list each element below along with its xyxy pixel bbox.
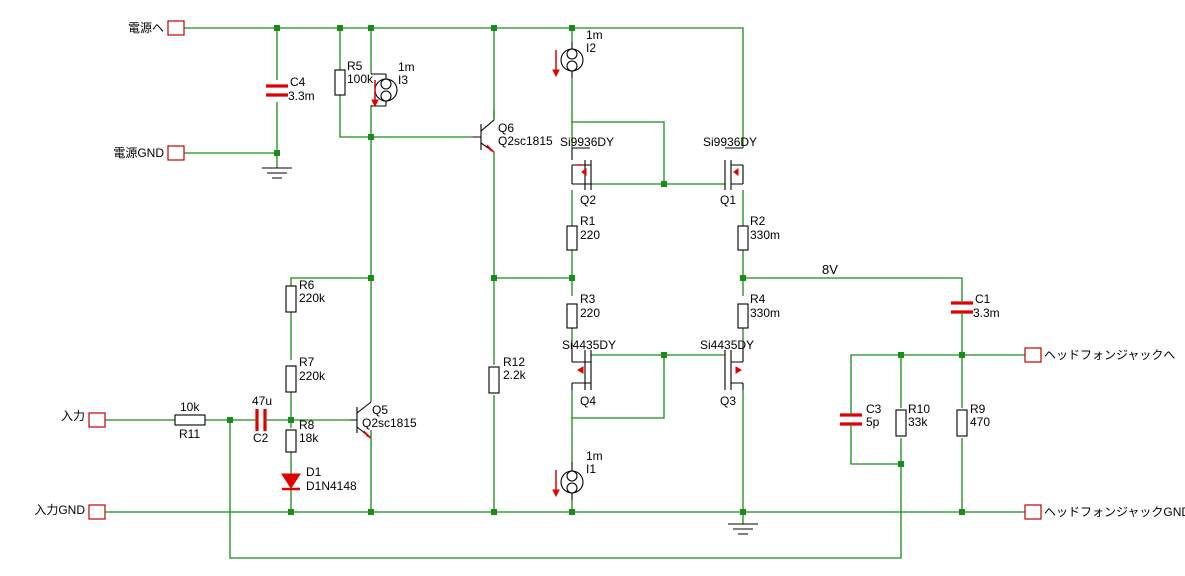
q3-ref: Q3 <box>720 394 736 408</box>
q2-ref: Q2 <box>580 193 596 207</box>
q5-value: Q2sc1815 <box>362 416 417 430</box>
r11-value: 10k <box>180 400 200 414</box>
resistor-r2[interactable]: R2 330m <box>737 214 780 251</box>
q6-ref: Q6 <box>498 121 514 135</box>
resistor-r12[interactable]: R12 2.2k <box>488 355 527 394</box>
r5-ref: R5 <box>347 59 363 73</box>
c4-ref: C4 <box>290 75 306 89</box>
r5-value: 100k <box>347 72 374 86</box>
r4-ref: R4 <box>750 292 766 306</box>
r10-value: 33k <box>908 415 928 429</box>
r3-ref: R3 <box>580 292 596 306</box>
mosfet-q1[interactable]: Si9936DY Q1 <box>703 135 757 207</box>
r11-ref: R11 <box>179 427 200 441</box>
ground-symbol-left <box>262 167 292 179</box>
capacitor-c3[interactable]: C3 5p <box>840 402 882 438</box>
d1-ref: D1 <box>306 465 322 479</box>
r6-ref: R6 <box>299 278 315 292</box>
current-source-i1[interactable]: 1m I1 <box>552 449 603 500</box>
d1-value: D1N4148 <box>306 479 357 493</box>
q3-value: Si4435DY <box>700 338 754 352</box>
q4-value: Si4435DY <box>562 338 616 352</box>
r1-ref: R1 <box>580 214 596 228</box>
resistor-r7[interactable]: R7 220k <box>285 355 326 393</box>
r8-ref: R8 <box>299 418 315 432</box>
q1-ref: Q1 <box>720 193 736 207</box>
c3-ref: C3 <box>866 402 882 416</box>
r3-value: 220 <box>580 306 600 320</box>
transistor-q5[interactable]: Q5 Q2sc1815 <box>350 278 417 439</box>
i2-value: 1m <box>586 28 603 42</box>
port-power-gnd-label: 電源GND <box>113 146 164 160</box>
capacitor-c1[interactable]: C1 3.3m <box>951 292 1000 320</box>
port-headphone-gnd[interactable]: ヘッドフォンジャックGND <box>1024 504 1185 520</box>
net-label-8v: 8V <box>822 262 838 277</box>
resistor-r5[interactable]: R5 100k <box>334 59 374 96</box>
resistor-r11[interactable]: 10k R11 <box>174 400 206 441</box>
port-power[interactable]: 電源へ <box>128 20 185 36</box>
c4-value: 3.3m <box>288 89 315 103</box>
i2-ref: I2 <box>586 41 596 55</box>
c1-ref: C1 <box>975 292 991 306</box>
q5-ref: Q5 <box>372 403 388 417</box>
resistor-r10[interactable]: R10 33k <box>895 402 930 437</box>
r8-value: 18k <box>299 431 319 445</box>
wires <box>105 27 1025 559</box>
r7-value: 220k <box>299 369 326 383</box>
port-headphone-gnd-label: ヘッドフォンジャックGND <box>1044 505 1185 519</box>
diode-d1[interactable]: D1 D1N4148 <box>281 465 357 493</box>
mosfet-q4[interactable]: Si4435DY Q4 <box>562 338 616 408</box>
port-input-label: 入力 <box>61 409 85 423</box>
r2-ref: R2 <box>750 214 766 228</box>
current-source-i3[interactable]: 1m I3 <box>371 60 415 108</box>
resistor-r4[interactable]: R4 330m <box>737 292 780 329</box>
c3-value: 5p <box>866 415 880 429</box>
c2-ref: C2 <box>253 431 269 445</box>
port-input-gnd-label: 入力GND <box>34 503 85 517</box>
resistor-r9[interactable]: R9 470 <box>956 402 990 437</box>
port-power-gnd[interactable]: 電源GND <box>113 145 185 161</box>
resistor-r1[interactable]: R1 220 <box>566 214 600 251</box>
i1-ref: I1 <box>586 462 596 476</box>
current-source-i2[interactable]: 1m I2 <box>552 28 603 78</box>
port-input-gnd[interactable]: 入力GND <box>34 503 106 520</box>
q2-value: Si9936DY <box>560 135 614 149</box>
mosfet-q2[interactable]: Si9936DY Q2 <box>560 135 614 207</box>
c2-value: 47u <box>252 394 272 408</box>
r2-value: 330m <box>750 228 780 242</box>
port-input[interactable]: 入力 <box>61 409 106 428</box>
q4-ref: Q4 <box>580 394 596 408</box>
r4-value: 330m <box>750 306 780 320</box>
junctions <box>227 25 965 515</box>
r6-value: 220k <box>299 291 326 305</box>
r12-value: 2.2k <box>503 368 527 382</box>
port-headphone[interactable]: ヘッドフォンジャックへ <box>1024 347 1175 363</box>
r12-ref: R12 <box>503 355 525 369</box>
i3-ref: I3 <box>398 73 408 87</box>
r1-value: 220 <box>580 228 600 242</box>
ground-symbol-right <box>728 523 758 535</box>
c1-value: 3.3m <box>973 306 1000 320</box>
r9-ref: R9 <box>970 402 986 416</box>
transistor-q6[interactable]: Q6 Q2sc1815 <box>473 110 553 153</box>
resistor-r8[interactable]: R8 18k <box>285 418 319 453</box>
i1-value: 1m <box>586 449 603 463</box>
port-power-label: 電源へ <box>128 21 164 35</box>
q6-value: Q2sc1815 <box>498 134 553 148</box>
resistor-r3[interactable]: R3 220 <box>566 292 600 329</box>
port-headphone-label: ヘッドフォンジャックへ <box>1044 348 1175 362</box>
q1-value: Si9936DY <box>703 135 757 149</box>
r9-value: 470 <box>970 415 990 429</box>
capacitor-c4[interactable]: C4 3.3m <box>266 75 315 103</box>
r7-ref: R7 <box>299 355 315 369</box>
i3-value: 1m <box>398 60 415 74</box>
resistor-r6[interactable]: R6 220k <box>285 278 326 313</box>
mosfet-q3[interactable]: Si4435DY Q3 <box>700 338 754 408</box>
capacitor-c2[interactable]: 47u C2 <box>250 394 272 445</box>
r10-ref: R10 <box>908 402 930 416</box>
